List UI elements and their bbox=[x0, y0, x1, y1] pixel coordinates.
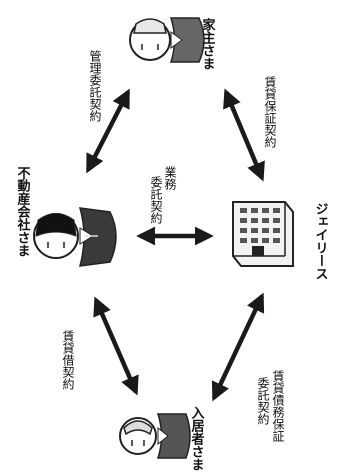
owner-label: 家主さま bbox=[200, 17, 216, 70]
business-contract-label-1: 業務 bbox=[163, 166, 177, 191]
business-contract-label-2: 委託契約 bbox=[149, 176, 163, 224]
agency-label: 不動産会社さま bbox=[15, 166, 32, 257]
arrow-owner-agency bbox=[85, 88, 131, 174]
arrow-jayless-tenant bbox=[211, 292, 265, 402]
jayless-label: ジェイリース bbox=[313, 202, 329, 280]
agency-person-icon bbox=[33, 207, 117, 267]
arrow-agency-tenant bbox=[93, 296, 139, 396]
guarantee-entrust-label-2: 委託契約 bbox=[256, 377, 270, 425]
rental-guarantee-contract-label: 賃貸保証契約 bbox=[263, 75, 277, 148]
management-contract-label: 管理委託契約 bbox=[88, 49, 102, 122]
tenant-person-icon bbox=[119, 413, 191, 459]
guarantee-entrust-label-1: 賃貸債務保証 bbox=[271, 369, 285, 442]
tenant-label: 入居者さま bbox=[189, 406, 206, 471]
lease-contract-label: 賃貸借契約 bbox=[61, 329, 75, 390]
jayless-building-icon bbox=[232, 201, 294, 267]
arrow-owner-jayless bbox=[223, 88, 265, 182]
owner-person-icon bbox=[129, 17, 205, 63]
